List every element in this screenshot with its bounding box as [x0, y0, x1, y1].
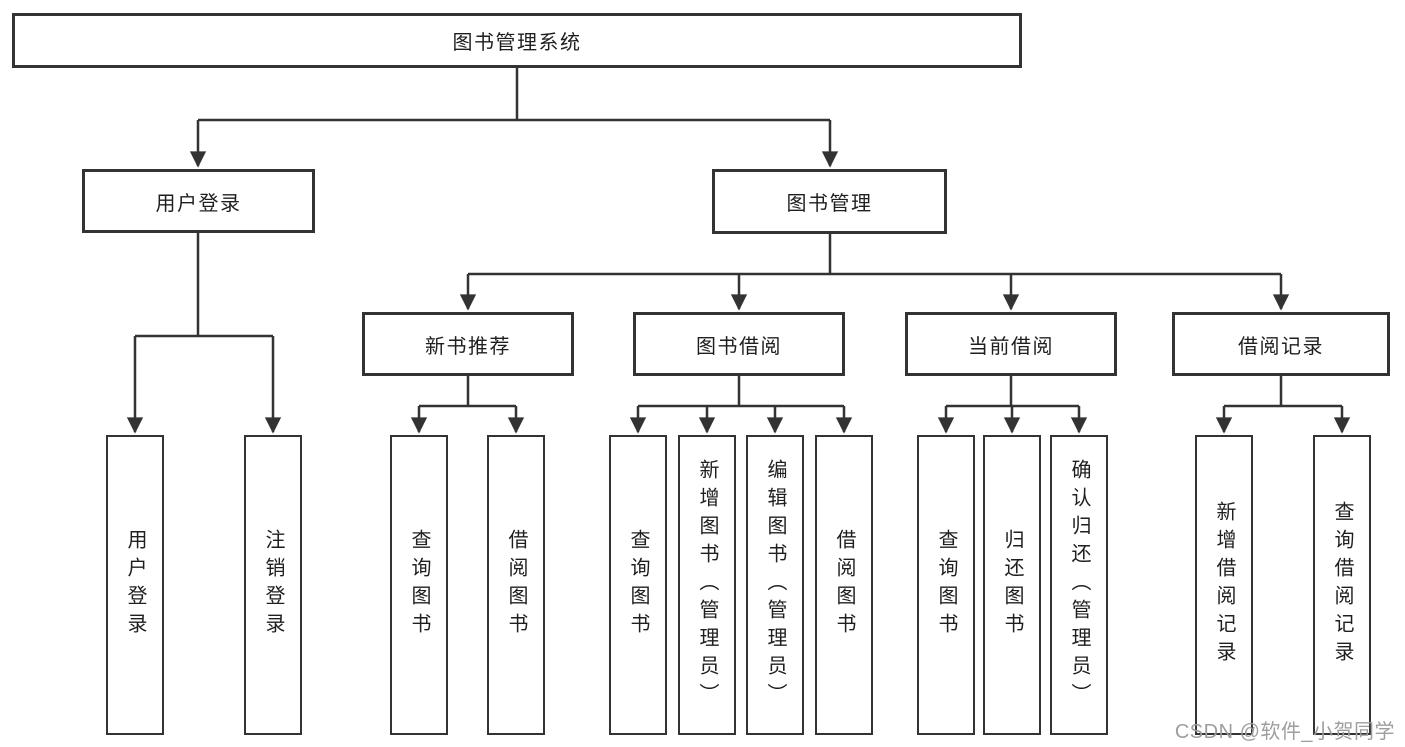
leaf-add-books-admin: 新增图书（管理员） [678, 435, 736, 735]
leaf-add-borrow-record-label: 新增借阅记录 [1213, 501, 1235, 669]
leaf-borrow-books: 借阅图书 [815, 435, 873, 735]
leaf-borrow-books-recommend-label: 借阅图书 [505, 529, 527, 641]
leaf-logout: 注销登录 [244, 435, 302, 735]
node-current-borrowing: 当前借阅 [905, 312, 1117, 376]
leaf-query-borrow-record-label: 查询借阅记录 [1331, 501, 1353, 669]
leaf-query-books-borrow-label: 查询图书 [627, 529, 649, 641]
leaf-return-books: 归还图书 [983, 435, 1041, 735]
leaf-add-books-admin-label: 新增图书（管理员） [696, 459, 718, 711]
node-library-system: 图书管理系统 [12, 13, 1022, 68]
leaf-confirm-return-admin: 确认归还（管理员） [1050, 435, 1108, 735]
leaf-query-books-recommend: 查询图书 [390, 435, 448, 735]
leaf-query-books-current-label: 查询图书 [935, 529, 957, 641]
leaf-add-borrow-record: 新增借阅记录 [1195, 435, 1253, 735]
leaf-query-borrow-record: 查询借阅记录 [1313, 435, 1371, 735]
leaf-borrow-books-recommend: 借阅图书 [487, 435, 545, 735]
node-book-management: 图书管理 [712, 169, 947, 234]
node-book-borrowing: 图书借阅 [633, 312, 845, 376]
leaf-query-books-current: 查询图书 [917, 435, 975, 735]
leaf-logout-label: 注销登录 [262, 529, 284, 641]
node-borrowing-records: 借阅记录 [1172, 312, 1390, 376]
leaf-user-login: 用户登录 [106, 435, 164, 735]
node-user-login: 用户登录 [82, 169, 315, 233]
leaf-confirm-return-admin-label: 确认归还（管理员） [1068, 459, 1090, 711]
csdn-watermark: CSDN @软件_小贺同学 [1174, 721, 1395, 743]
leaf-query-books-borrow: 查询图书 [609, 435, 667, 735]
leaf-edit-books-admin: 编辑图书（管理员） [746, 435, 804, 735]
leaf-borrow-books-label: 借阅图书 [833, 529, 855, 641]
leaf-query-books-recommend-label: 查询图书 [408, 529, 430, 641]
leaf-edit-books-admin-label: 编辑图书（管理员） [764, 459, 786, 711]
node-new-book-recommendation: 新书推荐 [362, 312, 574, 376]
leaf-return-books-label: 归还图书 [1001, 529, 1023, 641]
leaf-user-login-label: 用户登录 [124, 529, 146, 641]
